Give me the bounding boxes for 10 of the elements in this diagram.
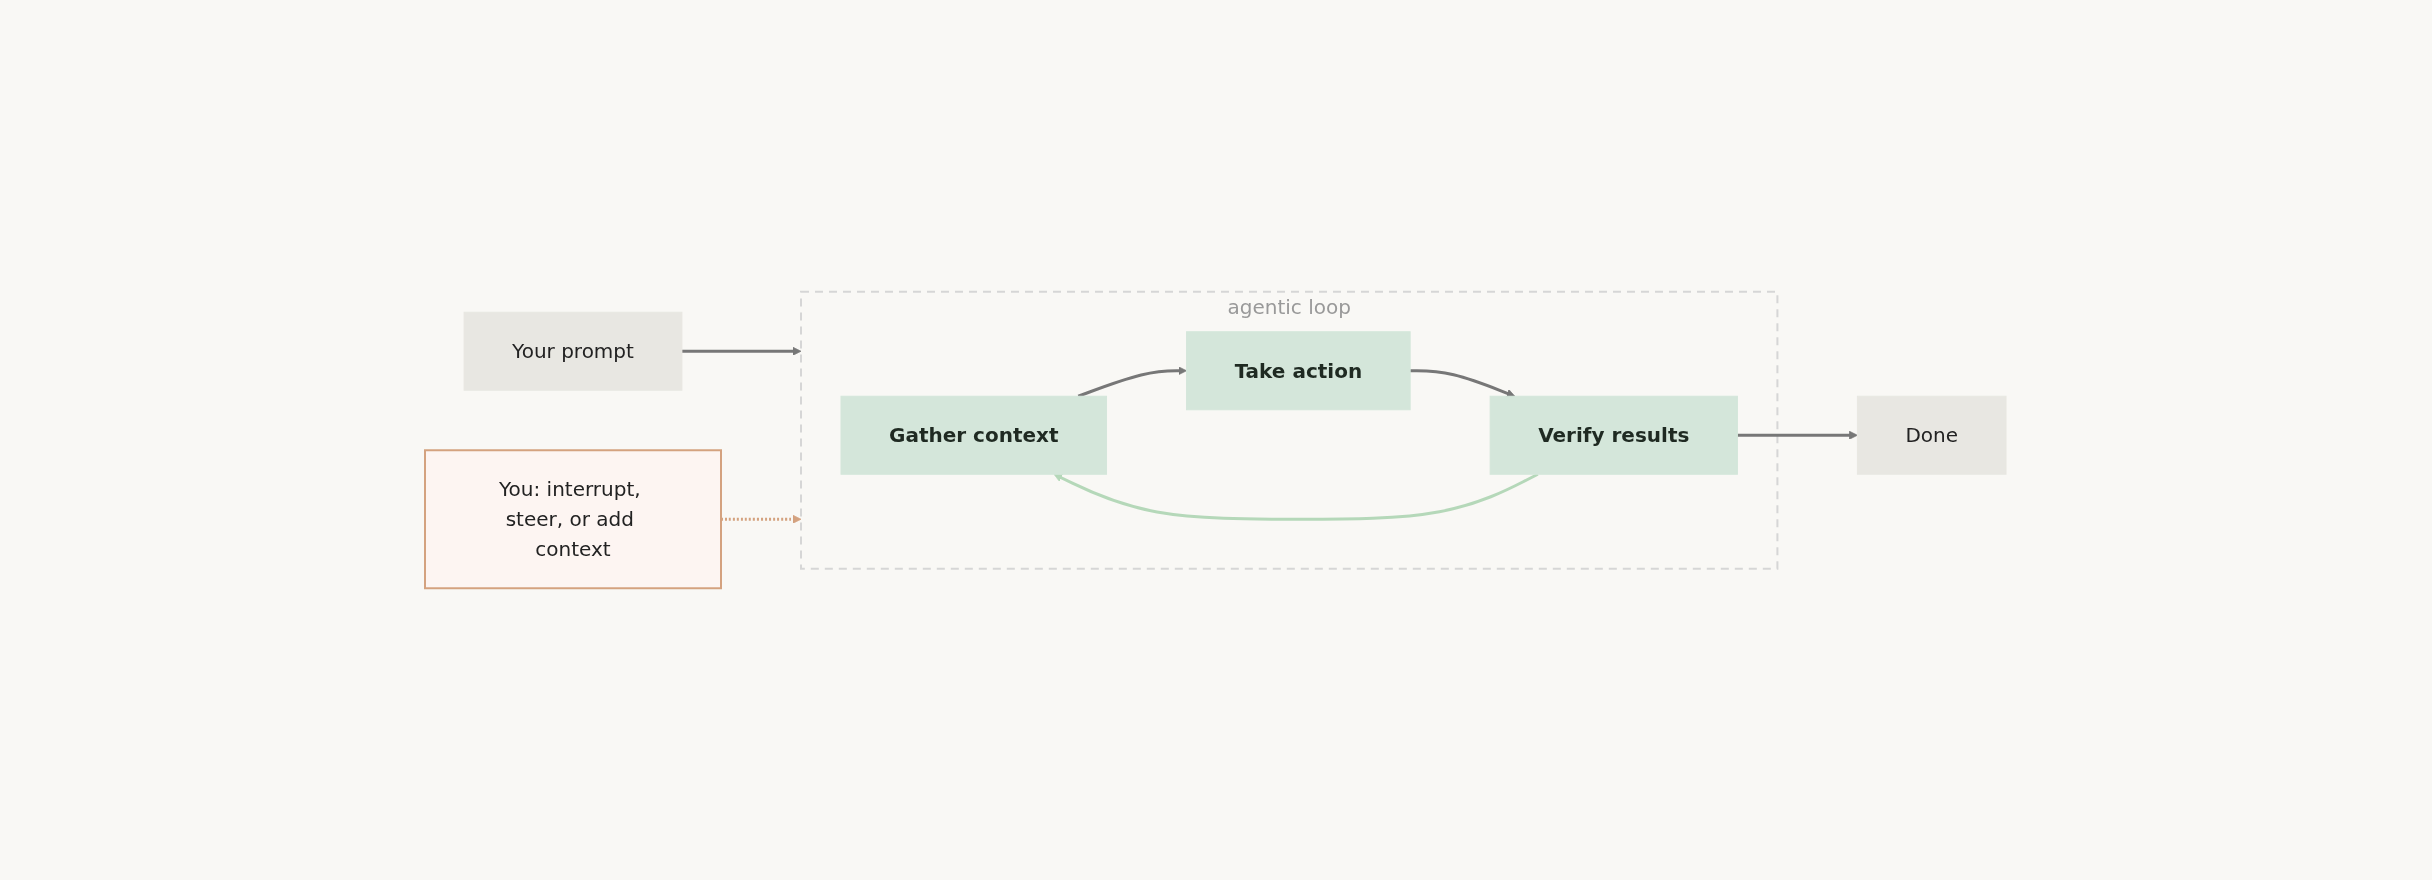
node-box: Verify results [1490,395,1739,475]
arrow [1737,430,1859,440]
node-box: Done [1857,395,2007,475]
node-box: Gather context [841,395,1108,475]
arrow [1078,366,1188,398]
node-box: You: interrupt, steer, or add context [424,449,723,590]
arrow [682,346,802,356]
node-box: Take action [1186,331,1412,411]
arrow [1410,369,1516,398]
node-box: Your prompt [464,311,683,391]
